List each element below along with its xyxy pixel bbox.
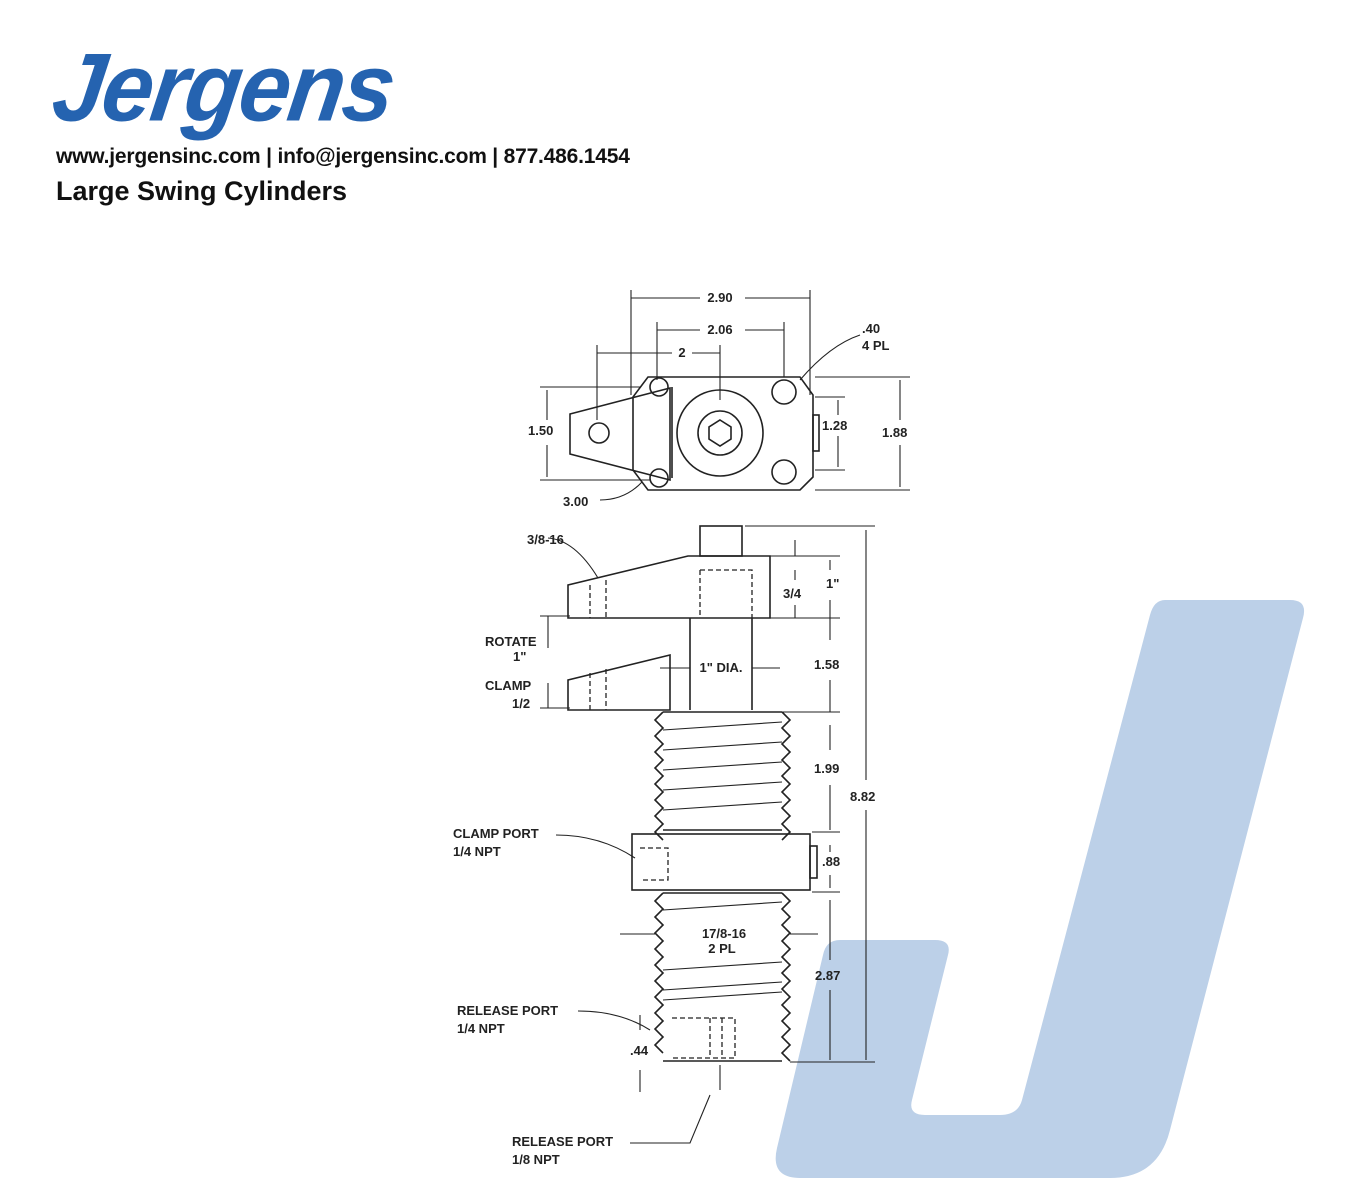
contact-info: www.jergensinc.com | info@jergensinc.com… xyxy=(56,145,630,168)
rod-diameter: 1" DIA. xyxy=(699,660,742,675)
watermark-j-logo xyxy=(775,600,1305,1178)
clamp-port-size: 1/4 NPT xyxy=(453,844,501,859)
release-port-2-label: RELEASE PORT xyxy=(512,1134,613,1149)
rotate-label: ROTATE xyxy=(485,634,537,649)
rotate-value: 1" xyxy=(513,649,526,664)
dim-0-44: .44 xyxy=(630,1043,649,1058)
dim-3-4: 3/4 xyxy=(783,586,802,601)
top-view: 2.90 2.06 2 .40 4 PL 1.50 1.28 1.88 3.00 xyxy=(528,290,910,509)
jergens-logo: Jergens xyxy=(46,34,401,142)
body-thread-qty: 2 PL xyxy=(708,941,736,956)
hole-size: .40 xyxy=(862,321,880,336)
dim-2-87: 2.87 xyxy=(815,968,840,983)
hole-qty: 4 PL xyxy=(862,338,890,353)
dim-2-90: 2.90 xyxy=(707,290,732,305)
dim-3-00: 3.00 xyxy=(563,494,588,509)
side-view: 3/8-16 1" 3/4 ROTATE 1" CLAMP 1/2 1" DIA… xyxy=(453,525,875,1167)
clamp-label: CLAMP xyxy=(485,678,532,693)
release-port-1-label: RELEASE PORT xyxy=(457,1003,558,1018)
dim-1-88: 1.88 xyxy=(882,425,907,440)
dim-1-99: 1.99 xyxy=(814,761,839,776)
dim-1in: 1" xyxy=(826,576,839,591)
page-title: Large Swing Cylinders xyxy=(56,176,348,206)
dim-2: 2 xyxy=(678,345,685,360)
clamp-value: 1/2 xyxy=(512,696,530,711)
dim-2-06: 2.06 xyxy=(707,322,732,337)
body-thread-label: 17/8-16 xyxy=(702,926,746,941)
dim-1-28: 1.28 xyxy=(822,418,847,433)
release-port-2-size: 1/8 NPT xyxy=(512,1152,560,1167)
dim-1-50: 1.50 xyxy=(528,423,553,438)
dim-8-82: 8.82 xyxy=(850,789,875,804)
clamp-port-label: CLAMP PORT xyxy=(453,826,539,841)
release-port-1-size: 1/4 NPT xyxy=(457,1021,505,1036)
arm-thread-label: 3/8-16 xyxy=(527,532,564,547)
dim-1-58: 1.58 xyxy=(814,657,839,672)
dim-0-88: .88 xyxy=(822,854,840,869)
